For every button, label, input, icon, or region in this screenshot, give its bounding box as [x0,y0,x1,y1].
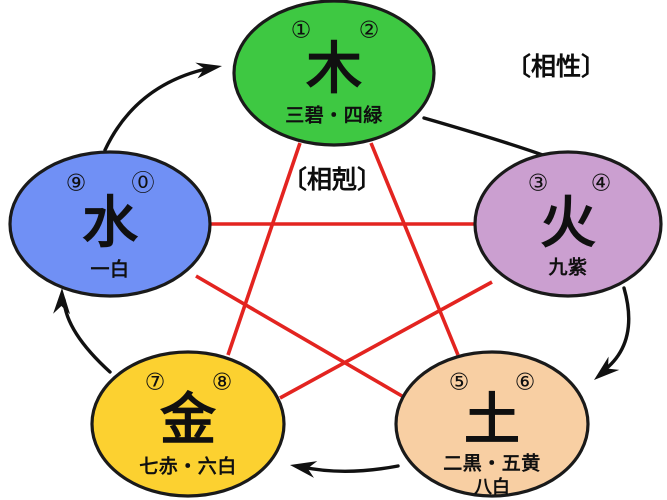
arrow-fire-to-earth-path [600,286,631,374]
node-water-sub: 一白 [90,258,129,281]
overcoming-cycle-group [195,142,493,400]
arrow-metal-to-water-path [62,298,112,374]
node-fire-ellipse[interactable] [473,150,663,298]
arrow-water-to-wood [103,62,222,152]
node-fire[interactable]: ③ ④ 火 九紫 [473,150,663,298]
node-water[interactable]: ⑨ ⓪ 水 一白 [8,150,212,298]
node-earth-circled-right: ⑥ [515,370,536,396]
node-metal-ellipse[interactable] [90,350,286,498]
arrow-fire-to-earth [594,286,631,380]
node-metal-glyph: 金 [159,388,217,453]
node-earth-sub: 二黒・五黄 [443,452,541,475]
node-metal-sub: 七赤・六白 [139,455,237,478]
label-sousei: 〔相性〕 [506,52,606,81]
node-earth-circled-left: ⑤ [449,370,470,396]
node-fire-circled-left: ③ [528,171,549,197]
arrow-metal-to-water [53,288,112,374]
node-wood-glyph: 木 [306,37,362,102]
node-fire-sub: 九紫 [547,257,587,279]
arrow-earth-to-metal-head [290,461,318,478]
node-earth-ellipse[interactable] [394,350,590,498]
node-water-glyph: 水 [82,191,139,256]
arrow-water-to-wood-head [195,62,222,79]
node-water-ellipse[interactable] [8,150,212,298]
node-earth-glyph: 土 [464,388,520,453]
node-wood-ellipse[interactable] [232,0,436,147]
node-metal[interactable]: ⑦ ⑧ 金 七赤・六白 [90,350,286,498]
node-earth-sub2: 八白 [474,476,510,498]
node-metal-circled-right: ⑧ [212,370,233,396]
arrow-earth-to-metal-path [300,464,400,473]
node-wood-sub: 三碧・四緑 [285,104,383,127]
node-water-circled-right: ⓪ [132,171,155,197]
node-wood-circled-left: ① [291,18,312,44]
label-soukoku: 〔相剋〕 [282,165,382,194]
line-fire-to-metal [279,280,493,400]
node-fire-glyph: 火 [540,191,596,256]
arrow-fire-to-earth-head [594,356,620,380]
node-fire-circled-right: ④ [591,171,612,197]
line-metal-to-wood [226,142,302,356]
line-earth-to-water [195,274,403,398]
node-wood-circled-right: ② [359,18,380,44]
node-metal-circled-left: ⑦ [145,370,166,396]
node-water-circled-left: ⑨ [66,171,87,197]
arrow-earth-to-metal [290,461,400,478]
node-earth[interactable]: ⑤ ⑥ 土 二黒・五黄 八白 [394,350,590,498]
arrow-metal-to-water-head [53,288,71,315]
arrow-water-to-wood-path [103,66,212,152]
node-wood[interactable]: ① ② 木 三碧・四緑 [232,0,436,147]
line-wood-to-earth [369,142,460,356]
